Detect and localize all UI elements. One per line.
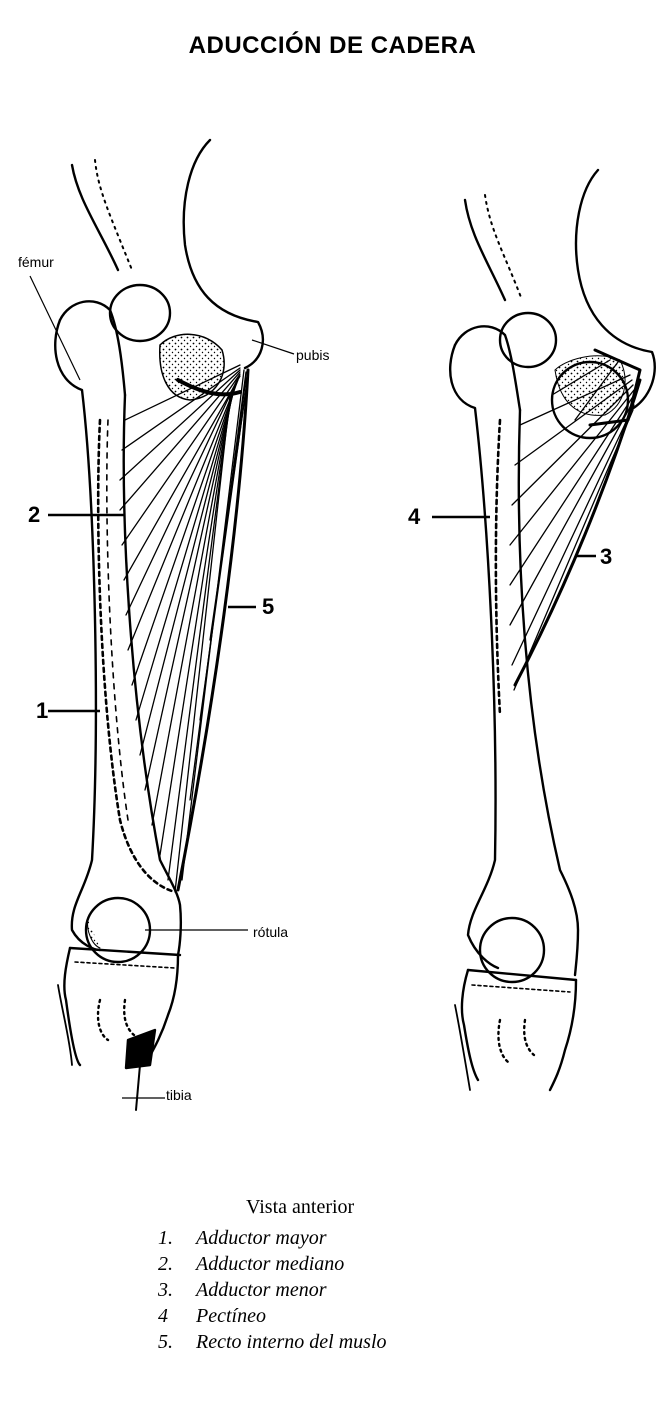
tibia-left-edge <box>63 946 82 1067</box>
caption-heading: Vista anterior <box>246 1196 355 1218</box>
legend-item: 4 Pectíneo <box>158 1303 387 1329</box>
legend-item-number: 1. <box>158 1227 173 1249</box>
right-leg-figure <box>448 168 656 1092</box>
legend-item-number: 2. <box>158 1253 173 1275</box>
legend-caption: Vista anterior 1. Adductor mayor 2. Adduct… <box>158 1196 387 1355</box>
legend-item-text: Adductor mayor <box>196 1227 327 1249</box>
patella <box>478 916 546 984</box>
legend-item-text: Adductor mediano <box>196 1253 345 1275</box>
marker-3: 3 <box>600 544 613 569</box>
legend-list: 1. Adductor mayor 2. Adductor mediano 3. Ad… <box>158 1225 387 1355</box>
label-femur: fémur <box>18 254 54 270</box>
pelvis-left-edge <box>70 163 120 272</box>
legend-item-text: Pectíneo <box>196 1305 266 1327</box>
marker-5: 5 <box>262 594 275 619</box>
femoral-head <box>498 311 558 369</box>
marker-1: 1 <box>36 698 49 723</box>
legend-item-text: Adductor menor <box>196 1279 327 1301</box>
legend-item: 1. Adductor mayor <box>158 1225 387 1251</box>
legend-item-number: 4 <box>158 1305 168 1327</box>
legend-item-number: 5. <box>158 1331 173 1353</box>
label-tibia: tibia <box>166 1087 192 1103</box>
pelvis-right-edge <box>182 138 264 370</box>
left-leg-figure <box>54 138 264 1111</box>
label-pubis: pubis <box>296 347 330 363</box>
diagram-title: ADUCCIÓN DE CADERA <box>188 32 477 59</box>
femoral-head <box>108 283 172 343</box>
legend-item: 3. Adductor menor <box>158 1277 387 1303</box>
adductor-muscle-lines <box>119 364 249 893</box>
legend-item: 5. Recto interno del muslo <box>158 1329 387 1355</box>
legend-item: 2. Adductor mediano <box>158 1251 387 1277</box>
legend-item-text: Recto interno del muslo <box>196 1331 387 1353</box>
legend-item-number: 3. <box>158 1279 173 1301</box>
marker-4: 4 <box>408 504 421 529</box>
marker-2: 2 <box>28 502 41 527</box>
femur-left-edge <box>54 318 102 952</box>
label-rotula: rótula <box>253 924 289 940</box>
